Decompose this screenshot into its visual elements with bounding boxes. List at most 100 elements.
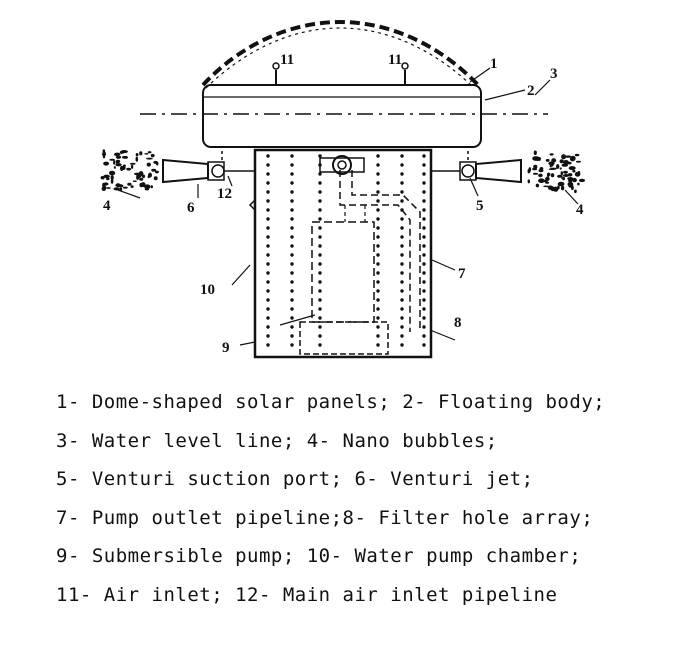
legend-line-1: 1- Dome-shaped solar panels; 2- Floating…: [56, 391, 606, 413]
filter-hole: [318, 343, 322, 347]
filter-hole: [422, 244, 426, 248]
floating-body: [202, 84, 482, 148]
nano-bubble: [527, 179, 530, 184]
nano-bubble: [114, 152, 121, 157]
nano-bubble: [120, 165, 124, 171]
nano-bubble: [569, 156, 576, 162]
filter-hole: [266, 172, 270, 176]
filter-hole: [422, 226, 426, 230]
nano-bubble: [146, 157, 153, 160]
nano-bubble: [117, 184, 124, 188]
filter-hole: [400, 253, 404, 257]
nano-bubble: [106, 177, 110, 181]
nano-bubble: [144, 184, 151, 189]
filter-hole: [266, 262, 270, 266]
filter-hole: [318, 235, 322, 239]
callout-4-right: 4: [576, 202, 584, 218]
filter-hole: [266, 154, 270, 158]
nano-bubble: [153, 176, 158, 181]
nano-bubble: [115, 155, 122, 159]
nano-bubble: [562, 176, 565, 181]
filter-hole: [290, 244, 294, 248]
filter-hole: [290, 271, 294, 275]
nano-bubble: [113, 166, 116, 169]
filter-hole: [422, 253, 426, 257]
filter-hole: [376, 343, 380, 347]
nano-bubble: [557, 174, 563, 178]
nano-bubble: [560, 171, 563, 176]
nano-bubble: [527, 169, 531, 174]
nano-bubble: [151, 168, 157, 172]
filter-hole: [266, 181, 270, 185]
nano-bubble: [565, 155, 572, 158]
filter-hole: [400, 325, 404, 329]
nano-bubble: [144, 188, 150, 191]
filter-hole: [318, 334, 322, 338]
nano-bubble: [122, 186, 128, 189]
filter-hole: [376, 280, 380, 284]
filter-hole: [376, 181, 380, 185]
nano-bubbles-left: [100, 149, 159, 192]
filter-hole: [422, 325, 426, 329]
filter-hole: [376, 271, 380, 275]
filter-hole: [422, 199, 426, 203]
nano-bubble: [545, 181, 550, 184]
filter-hole: [266, 226, 270, 230]
filter-hole: [400, 172, 404, 176]
nano-bubble: [577, 182, 580, 186]
filter-hole: [400, 235, 404, 239]
nano-bubbles-right: [527, 150, 586, 194]
filter-hole: [290, 190, 294, 194]
nano-bubble: [139, 177, 144, 181]
nano-bubble: [568, 178, 573, 183]
nano-bubble: [132, 180, 137, 182]
filter-hole: [400, 244, 404, 248]
filter-hole: [318, 190, 322, 194]
pump-outlet-pipeline: [339, 170, 411, 332]
nano-bubble: [557, 181, 565, 187]
callout-10: 10: [200, 282, 215, 298]
filter-hole: [318, 226, 322, 230]
filter-hole: [422, 208, 426, 212]
filter-hole: [318, 325, 322, 329]
filter-hole: [376, 208, 380, 212]
filter-hole-array: [266, 154, 426, 347]
filter-hole: [400, 199, 404, 203]
nano-bubble: [127, 182, 132, 186]
filter-hole: [400, 334, 404, 338]
filter-hole: [266, 298, 270, 302]
filter-hole: [290, 325, 294, 329]
filter-hole: [290, 343, 294, 347]
submersible-pump: [311, 221, 375, 323]
filter-hole: [266, 163, 270, 167]
filter-hole: [318, 244, 322, 248]
nano-bubble: [572, 177, 577, 183]
filter-hole: [376, 253, 380, 257]
nano-bubble: [545, 176, 550, 181]
callout-8: 8: [454, 315, 462, 331]
filter-hole: [400, 298, 404, 302]
venturi-suction-port: [461, 164, 475, 178]
filter-hole: [400, 307, 404, 311]
nano-bubble: [535, 183, 540, 188]
filter-hole: [290, 298, 294, 302]
nano-bubble: [141, 174, 146, 179]
filter-hole: [376, 334, 380, 338]
nano-bubble: [572, 169, 576, 173]
nano-bubble: [102, 151, 106, 157]
nano-bubble: [126, 167, 132, 171]
filter-hole: [318, 154, 322, 158]
filter-hole: [376, 172, 380, 176]
nano-bubble: [538, 173, 543, 178]
nano-bubble: [139, 182, 144, 188]
nano-bubble: [103, 161, 109, 166]
nano-bubble: [155, 161, 159, 166]
filter-hole: [290, 253, 294, 257]
filter-hole: [422, 307, 426, 311]
callout-6: 6: [187, 200, 195, 216]
filter-hole: [422, 289, 426, 293]
nano-bubble: [550, 173, 555, 178]
nano-bubble: [115, 163, 122, 167]
filter-hole: [422, 154, 426, 158]
filter-hole: [290, 163, 294, 167]
